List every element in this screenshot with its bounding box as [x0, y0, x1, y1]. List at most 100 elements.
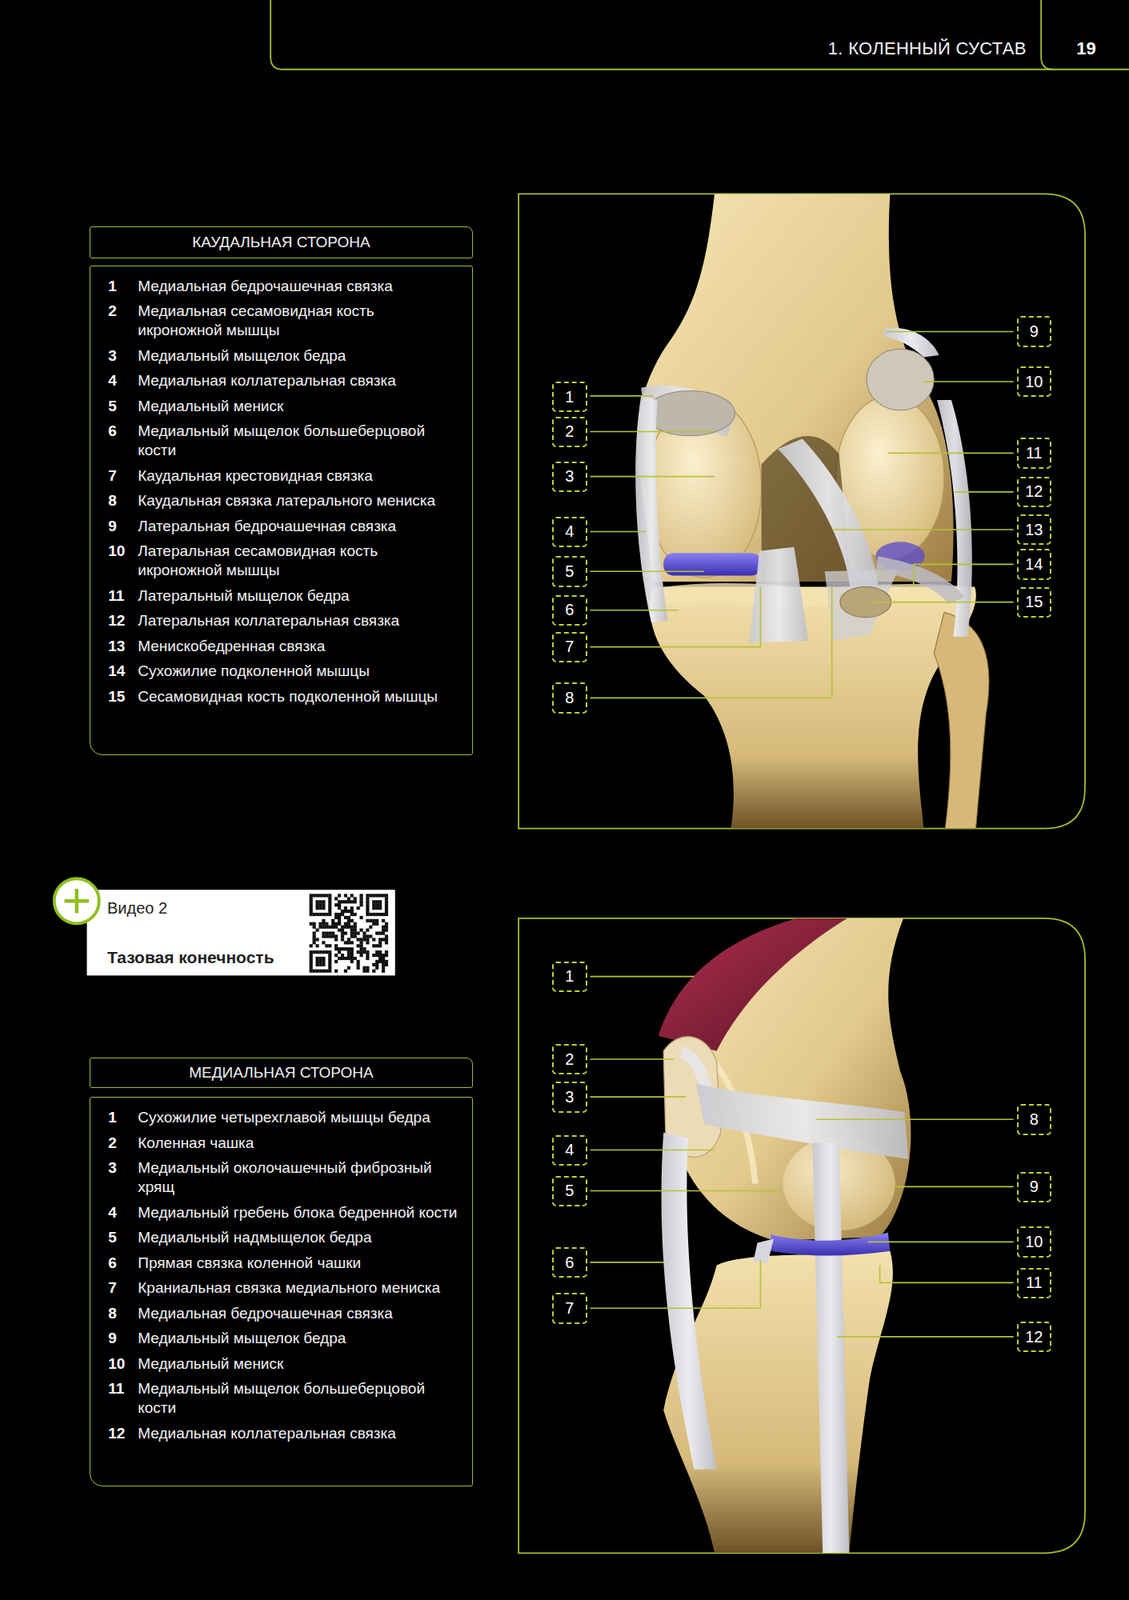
- qr-module: [344, 893, 348, 897]
- cranial-meniscal-ligament: [752, 1238, 774, 1264]
- video-box: [87, 889, 396, 976]
- qr-module: [309, 969, 313, 973]
- qr-module: [334, 944, 338, 948]
- qr-module: [384, 925, 389, 929]
- qr-module: [378, 944, 382, 948]
- callout-number: 1: [564, 967, 574, 986]
- qr-module: [353, 900, 357, 904]
- legend-row: 9Медиальный мыщелок бедра: [108, 1329, 461, 1349]
- qr-module: [324, 922, 329, 926]
- qr-module: [378, 956, 382, 961]
- legend-row: 7Каудальная крестовидная связка: [108, 466, 461, 486]
- qr-module: [334, 896, 338, 901]
- qr-module: [321, 963, 325, 967]
- legend-row: 11Латеральный мыщелок бедра: [108, 586, 461, 606]
- qr-module: [347, 896, 351, 901]
- qr-module: [315, 963, 319, 967]
- leader-line: [589, 1261, 664, 1264]
- legend-number: 5: [108, 396, 138, 417]
- qr-module: [347, 925, 351, 929]
- qr-module: [356, 960, 361, 964]
- callout-box: 11: [1016, 1268, 1052, 1299]
- qr-module: [318, 893, 322, 897]
- callout-box: 3: [552, 461, 587, 493]
- qr-module: [321, 903, 325, 907]
- callout-box: 10: [1016, 1226, 1052, 1258]
- qr-module: [381, 969, 385, 973]
- callout-box: 2: [552, 1044, 587, 1075]
- qr-module: [372, 900, 376, 904]
- callout-box: 6: [552, 595, 587, 626]
- legend-term: Медиальный гребень блока бедренной кости: [137, 1203, 461, 1223]
- qr-module: [359, 944, 363, 948]
- heading-text: КАУДАЛЬНАЯ СТОРОНА: [192, 233, 370, 252]
- callout-number: 6: [564, 1253, 574, 1273]
- qr-module: [328, 931, 332, 935]
- qr-module: [372, 944, 376, 948]
- qr-module: [328, 903, 332, 907]
- qr-module: [350, 919, 354, 923]
- legend-number: 9: [108, 516, 138, 537]
- qr-module: [350, 934, 354, 938]
- qr-module: [328, 909, 332, 913]
- qr-module: [384, 963, 389, 967]
- qr-module: [368, 934, 373, 938]
- page-number: 19: [1043, 28, 1129, 70]
- section-header: МЕДИАЛЬНАЯ СТОРОНА: [89, 1057, 473, 1089]
- qr-module: [318, 963, 322, 967]
- qr-module: [347, 953, 351, 957]
- legend-term: Коленная чашка: [137, 1133, 461, 1154]
- qr-module: [315, 944, 319, 948]
- qr-module: [331, 925, 335, 929]
- callout-number: 12: [1024, 1328, 1043, 1347]
- medial-meniscus: [770, 1233, 890, 1257]
- legend-term: Медиальный мыщелок большеберцовой кости: [137, 421, 461, 461]
- qr-module: [312, 931, 317, 935]
- qr-module: [340, 931, 345, 935]
- qr-module: [347, 966, 351, 970]
- qr-module: [334, 925, 338, 929]
- legend-term: Сесамовидная кость подколенной мышцы: [137, 687, 461, 707]
- legend-number: 1: [108, 276, 138, 297]
- qr-module: [318, 912, 322, 917]
- leader-lines: [589, 976, 1013, 1338]
- qr-module: [353, 931, 357, 935]
- qr-module: [375, 931, 379, 935]
- qr-module: [362, 934, 366, 938]
- callout-box: 12: [1016, 1321, 1052, 1353]
- qr-module: [328, 906, 332, 910]
- qr-module: [347, 956, 351, 961]
- qr-module: [337, 922, 341, 926]
- leader-line: [923, 380, 1013, 383]
- leader-line: [589, 1190, 781, 1193]
- qr-module: [344, 925, 348, 929]
- qr-module: [359, 916, 363, 920]
- qr-module: [362, 931, 366, 935]
- qr-module: [328, 963, 332, 967]
- callout-box: 3: [552, 1081, 587, 1113]
- legend-number: 10: [108, 541, 138, 561]
- legend-row: 6Прямая связка коленной чашки: [108, 1253, 461, 1274]
- qr-module: [372, 893, 376, 897]
- qr-module: [347, 940, 351, 945]
- callout-number: 8: [1029, 1110, 1039, 1129]
- qr-module: [312, 950, 317, 954]
- qr-module: [328, 953, 332, 957]
- legend-term: Сухожилие подколенной мышцы: [137, 661, 461, 681]
- qr-module: [321, 900, 325, 904]
- qr-module: [353, 925, 357, 929]
- callout-number: 2: [564, 1050, 574, 1069]
- medial-sesamoid: [644, 391, 735, 437]
- leader-line: [892, 1186, 1014, 1189]
- qr-module: [384, 912, 389, 917]
- legend-term: Медиальная бедрочашечная связка: [137, 1304, 461, 1324]
- qr-module: [384, 900, 389, 904]
- legend-row: 3Медиальный околочашечный фиброзный хрящ: [108, 1158, 461, 1198]
- qr-module: [321, 912, 325, 917]
- callout-box: 9: [1016, 1172, 1052, 1203]
- callout-number: 8: [564, 688, 574, 708]
- patellar-ligament: [661, 1133, 717, 1470]
- qr-module: [378, 903, 382, 907]
- legend-row: 10Латеральная сесамовидная кость икронож…: [108, 541, 461, 581]
- callout-number: 4: [564, 522, 574, 541]
